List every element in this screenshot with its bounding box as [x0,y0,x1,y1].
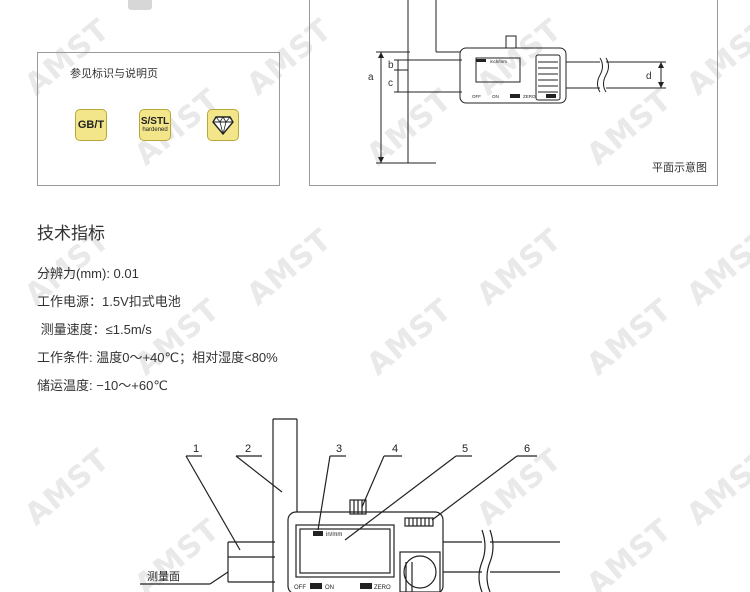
watermark: AMST [470,222,569,313]
spec-storage-temp: 储运温度: −10～+60℃ [37,378,168,393]
dim-d-label: d [646,71,652,82]
callout-1: 1 [193,443,199,455]
sstl-badge-label: S/STL [140,116,170,127]
callout-3: 3 [336,443,342,455]
watermark: AMST [360,292,459,383]
spec-conditions: 工作条件: 温度0～+40℃；相对湿度<80% [37,350,278,365]
watermark: AMST [680,222,750,313]
dim-a-label: a [368,72,374,83]
specs-title: 技术指标 [37,224,105,243]
stainless-hardened-badge: S/STL hardened [139,109,171,141]
plan-on-label: ON [492,94,499,99]
gbt-badge: GB/T [75,109,107,141]
callout-5: 5 [462,443,468,455]
gbt-badge-label: GB/T [77,119,105,131]
diagram-on-label: ON [325,585,334,591]
dim-c-label: c [388,78,393,89]
plan-off-label: OFF [472,94,481,99]
plan-unit-label: inch/mm [490,59,507,64]
plan-view-caption: 平面示意图 [652,162,707,174]
dim-b-label: b [388,60,394,71]
watermark: AMST [580,292,679,383]
spec-resolution: 分辨力(mm): 0.01 [37,266,139,281]
diagram-off-label: OFF [294,585,306,591]
spec-speed: 测量速度：≤1.5m/s [37,322,152,337]
spec-power: 工作电源：1.5V扣式电池 [37,294,181,309]
sstl-badge-sub: hardened [142,127,168,133]
plan-zero-label: ZERO [523,94,536,99]
callout-2: 2 [245,443,251,455]
legend-box: 参见标识与说明页 GB/T S/STL hardened [37,52,280,186]
measuring-surface-label: 测量面 [147,570,180,583]
watermark: AMST [240,222,339,313]
plan-view-drawing: a b c d inch/mm OFF ON ZERO [368,0,666,164]
diagram-unit-label: in/mm [326,532,342,538]
diamond-icon [212,116,234,135]
parts-diagram: 1 2 3 4 5 6 测量面 in/mm OFF ON ZERO [140,418,560,592]
diagram-zero-label: ZERO [374,585,391,591]
plan-view-box: a b c d inch/mm OFF ON ZERO 平面示意图 [309,0,718,186]
product-thumbnail-fragment [128,0,152,10]
callout-4: 4 [392,443,398,455]
legend-title: 参见标识与说明页 [70,68,158,80]
diamond-badge [207,109,239,141]
callout-6: 6 [524,443,530,455]
